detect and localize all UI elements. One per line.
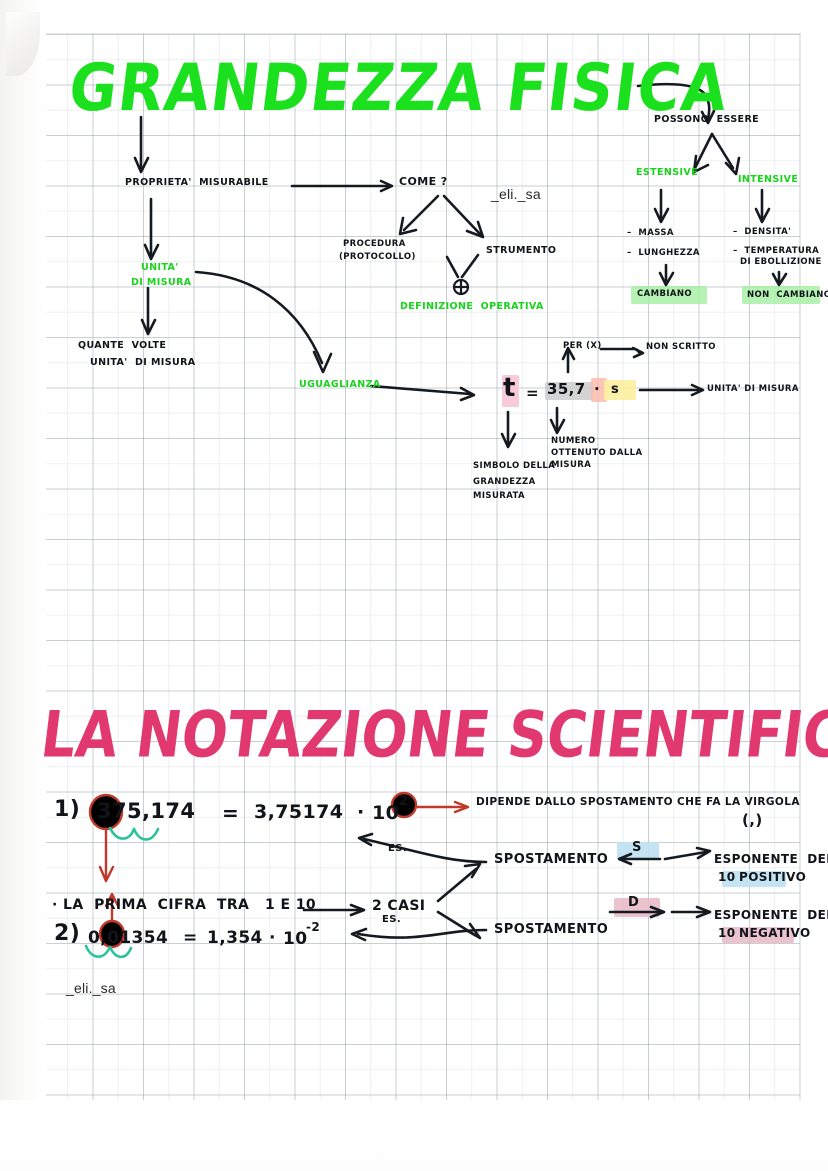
- watermark-bottom: _eli._sa: [66, 980, 116, 996]
- example1-base: 10: [372, 802, 400, 824]
- label-simbolo-l1: SIMBOLO DELLA: [473, 461, 556, 471]
- note-dipende-spostamento: DIPENDE DALLO SPOSTAMENTO CHE FA LA VIRG…: [476, 796, 800, 808]
- page-title-notazione-scientifica: LA NOTAZIONE SCIENTIFICA: [37, 697, 828, 772]
- branch-negative-result-prefix: 10: [718, 926, 741, 940]
- node-quante-unita-misura: UNITA' DI MISURA: [90, 357, 196, 368]
- branch-negative-letter-d: D: [628, 895, 640, 910]
- node-unita: UNITA': [141, 262, 179, 273]
- highlight-negativo: [722, 927, 794, 943]
- formula-equals: =: [526, 384, 539, 402]
- formula-dot: ·: [594, 380, 601, 398]
- formula-symbol-t: t: [503, 373, 516, 403]
- example1-left-number: 375,174: [97, 799, 196, 823]
- example2-index: 2): [54, 921, 81, 946]
- branch-positive-result-prefix: 10: [718, 870, 741, 884]
- example2-mantissa: 1,354: [207, 928, 263, 948]
- label-es-1: ES.: [388, 843, 408, 854]
- node-intensive: INTENSIVE: [738, 174, 799, 185]
- label-numero-l3: MISURA: [551, 460, 592, 470]
- node-uguaglianza: UGUAGLIANZA: [299, 379, 381, 390]
- example1-index: 1): [54, 797, 81, 822]
- node-procedura: PROCEDURA: [343, 239, 406, 249]
- node-come: COME ?: [399, 175, 448, 188]
- branch-positive-letter-s: S: [632, 840, 642, 855]
- rule-prima-cifra: · LA PRIMA CIFRA TRA 1 E 10: [52, 897, 316, 913]
- node-massa: – MASSA: [627, 228, 674, 238]
- node-protocollo: (PROTOCOLLO): [339, 252, 416, 262]
- note-virgola: (,): [742, 811, 763, 829]
- rule-due-casi: 2 CASI: [372, 898, 426, 914]
- label-numero-l1: NUMERO: [551, 436, 596, 446]
- node-cambiano: CAMBIANO: [637, 289, 693, 299]
- example2-left-number: 0,01354: [88, 928, 169, 948]
- label-simbolo-l2: GRANDEZZA: [473, 477, 536, 487]
- highlight-formula-unit: [604, 380, 636, 400]
- example2-dot: ·: [269, 928, 276, 948]
- node-estensive: ESTENSIVE: [636, 167, 699, 178]
- node-di-ebollizione: DI EBOLLIZIONE: [740, 257, 822, 267]
- branch-positive-result-l1: ESPONENTE DEL: [714, 852, 828, 866]
- example2-base: 10: [283, 929, 308, 949]
- label-unita-di-misura: UNITA' DI MISURA: [707, 384, 799, 394]
- branch-positive-spostamento: SPOSTAMENTO: [494, 852, 609, 867]
- node-quante-volte: QUANTE VOLTE: [78, 340, 167, 351]
- label-simbolo-l3: MISURATA: [473, 491, 526, 501]
- node-lunghezza: – LUNGHEZZA: [627, 248, 700, 258]
- example1-exponent: 2: [399, 794, 409, 809]
- example1-equals: =: [222, 801, 240, 825]
- page-left-edge-shading: [0, 0, 46, 1171]
- highlight-non-cambiano: [742, 286, 820, 304]
- highlight-formula-number: [545, 382, 593, 400]
- node-strumento: STRUMENTO: [486, 245, 557, 256]
- formula-unit-s: s: [611, 382, 620, 397]
- highlight-positivo: [722, 871, 786, 887]
- label-es-2: ES.: [382, 914, 402, 925]
- label-numero-l2: OTTENUTO DALLA: [551, 448, 643, 458]
- example2-equals: =: [183, 928, 198, 948]
- node-definizione-operativa: DEFINIZIONE OPERATIVA: [400, 301, 544, 312]
- example1-dot: ·: [357, 801, 365, 823]
- formula-number: 35,7: [547, 380, 586, 398]
- node-densita: – DENSITA': [733, 227, 792, 237]
- highlight-cambiano: [631, 286, 707, 304]
- label-non-scritto: NON SCRITTO: [646, 342, 716, 352]
- highlight-formula-dot: [591, 378, 607, 402]
- branch-negative-spostamento: SPOSTAMENTO: [494, 922, 609, 937]
- node-proprieta-misurabile: PROPRIETA' MISURABILE: [125, 177, 269, 188]
- highlight-formula-symbol: [502, 375, 519, 407]
- node-non-cambiano: NON CAMBIANO: [747, 290, 828, 300]
- branch-negative-result-l1: ESPONENTE DEL: [714, 908, 828, 922]
- branch-negative-result-hl: NEGATIVO: [739, 926, 811, 940]
- page-title-grandezza-fisica: GRANDEZZA FISICA: [64, 49, 733, 126]
- page-bottom-edge: [0, 1100, 828, 1171]
- node-unita-di-misura: DI MISURA: [131, 277, 192, 288]
- node-temperatura: – TEMPERATURA: [733, 246, 820, 256]
- node-possono-essere: POSSONO ESSERE: [654, 114, 760, 125]
- branch-positive-result-hl: POSITIVO: [739, 870, 807, 884]
- example2-exponent: -2: [306, 920, 321, 934]
- label-per-x: PER (X): [563, 341, 602, 351]
- watermark-top: _eli._sa: [491, 186, 541, 202]
- example1-mantissa: 3,75174: [254, 801, 344, 823]
